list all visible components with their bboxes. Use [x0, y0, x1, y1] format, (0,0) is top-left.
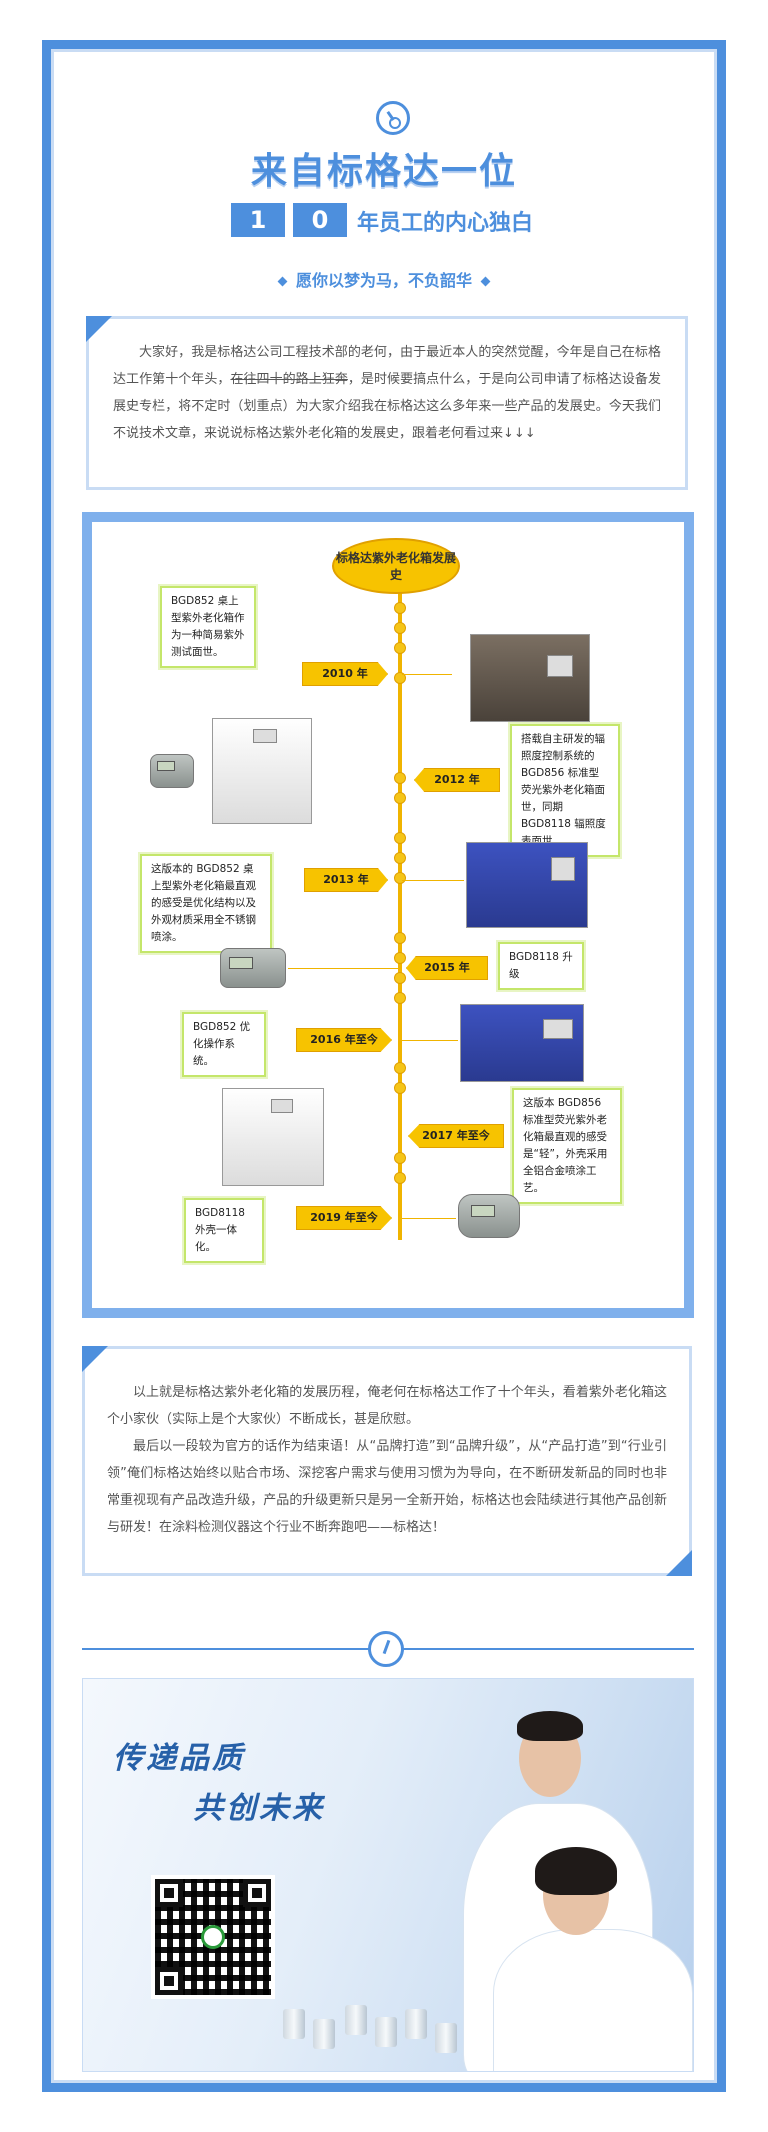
intro-card: 大家好，我是标格达公司工程技术部的老何，由于最近本人的突然觉醒，今年是自己在标格…: [86, 316, 688, 490]
clock-icon: [376, 101, 410, 135]
note-2010: BGD852 桌上型紫外老化箱作为一种简易紫外测试面世。: [160, 586, 256, 668]
machine-photo-2013: [466, 842, 588, 928]
axis-dot: [394, 1082, 406, 1094]
sample-cup: [283, 2009, 305, 2039]
meter-photo-2015: [220, 948, 286, 988]
digit-box-1: 1: [231, 203, 285, 237]
slogan-line-1: 传递品质: [113, 1741, 245, 1776]
sample-cup: [435, 2023, 457, 2053]
machine-photo-2017: [222, 1088, 324, 1186]
axis-dot: [394, 992, 406, 1004]
intro-text-2: ，是时候要搞点什么，于是向公司申请了标格达设备发展史专栏，将不定时（划重点）为大…: [113, 372, 661, 441]
meter-screen: [229, 957, 253, 969]
motto-text: 愿你以梦为马，不负韶华: [295, 271, 472, 290]
meter-photo-2012: [150, 754, 194, 788]
year-2017: 2017 年至今: [408, 1124, 504, 1148]
axis-dot: [394, 772, 406, 784]
timeline-frame: 标格达紫外老化箱发展史 BGD852 桌上型紫外老化箱作为一种简易紫外测试面世。…: [82, 512, 694, 1318]
page-title: 来自标格达一位: [250, 151, 517, 192]
axis-dot: [394, 1062, 406, 1074]
clock-icon: [368, 1631, 404, 1667]
corner-decoration: [86, 316, 112, 342]
person-female: [493, 1929, 693, 2071]
qr-code: [151, 1875, 275, 1999]
intro-paragraph: 大家好，我是标格达公司工程技术部的老何，由于最近本人的突然觉醒，今年是自己在标格…: [113, 339, 661, 447]
year-2012: 2012 年: [414, 768, 500, 792]
timeline-title: 标格达紫外老化箱发展史: [332, 538, 460, 594]
connector: [402, 1040, 458, 1041]
corner-decoration: [82, 1346, 108, 1372]
meter-screen: [157, 761, 175, 771]
diamond-icon: [480, 276, 491, 287]
axis-dot: [394, 932, 406, 944]
axis-dot: [394, 642, 406, 654]
year-2019: 2019 年至今: [296, 1206, 392, 1230]
timeline-card: 标格达紫外老化箱发展史 BGD852 桌上型紫外老化箱作为一种简易紫外测试面世。…: [92, 522, 684, 1308]
digit-box-2: 0: [293, 203, 347, 237]
outro-paragraph-2: 最后以一段较为官方的话作为结束语！从“品牌打造”到“品牌升级”，从“产品打造”到…: [107, 1439, 667, 1535]
control-panel: [253, 729, 277, 743]
axis-dot: [394, 872, 406, 884]
year-2010: 2010 年: [302, 662, 388, 686]
brand-logo-icon: [201, 1925, 225, 1949]
timeline-axis: [398, 586, 402, 1240]
control-panel: [551, 857, 575, 881]
axis-dot: [394, 832, 406, 844]
connector: [288, 968, 398, 969]
machine-photo-2010: [470, 634, 590, 722]
outro-card: 以上就是标格达紫外老化箱的发展历程，俺老何在标格达工作了十个年头，看着紫外老化箱…: [82, 1346, 692, 1576]
axis-dot: [394, 792, 406, 804]
qr-finder: [155, 1967, 183, 1995]
sample-cup: [375, 2017, 397, 2047]
banner-photo: 传递品质 共创未来: [82, 1678, 694, 2072]
control-panel: [271, 1099, 293, 1113]
machine-photo-2012: [212, 718, 312, 824]
page-subtitle: 年员工的内心独白: [357, 211, 534, 236]
person-female-hair: [535, 1847, 617, 1895]
note-2015: BGD8118 升级: [498, 942, 584, 990]
connector: [402, 880, 464, 881]
axis-dot: [394, 972, 406, 984]
year-2016: 2016 年至今: [296, 1028, 392, 1052]
note-2013: 这版本的 BGD852 桌上型紫外老化箱最直观的感受是优化结构以及外观材质采用全…: [140, 854, 272, 953]
meter-photo-2019: [458, 1194, 520, 1238]
slogan-line-2: 共创未来: [193, 1791, 325, 1826]
axis-dot: [394, 852, 406, 864]
intro-struck-text: 在往四十的路上狂奔: [230, 372, 348, 387]
intro-text-1: 大家好，我是标格达公司工程技术部的老何，由于最近本人的突然觉醒，今年是自己在标格…: [113, 345, 661, 387]
connector: [402, 674, 452, 675]
qr-finder: [155, 1879, 183, 1907]
axis-dot: [394, 622, 406, 634]
sample-cup: [405, 2009, 427, 2039]
sample-cup: [345, 2005, 367, 2035]
axis-dot: [394, 672, 406, 684]
machine-photo-2016: [460, 1004, 584, 1082]
person-male-hair: [517, 1711, 583, 1741]
diamond-icon: [277, 276, 288, 287]
sample-cup: [313, 2019, 335, 2049]
content-area: 来自标格达一位 1 0 年员工的内心独白 愿你以梦为马，不负韶华 大家好，我是标…: [51, 49, 717, 2083]
axis-dot: [394, 952, 406, 964]
qr-finder: [243, 1879, 271, 1907]
outro-paragraph-1: 以上就是标格达紫外老化箱的发展历程，俺老何在标格达工作了十个年头，看着紫外老化箱…: [107, 1385, 667, 1427]
note-2017: 这版本 BGD856 标准型荧光紫外老化箱最直观的感受是“轻”，外壳采用全铝合金…: [512, 1088, 622, 1204]
note-2019: BGD8118 外壳一体化。: [184, 1198, 264, 1263]
note-2012: 搭载自主研发的辐照度控制系统的 BGD856 标准型荧光紫外老化箱面世，同期 B…: [510, 724, 620, 857]
axis-dot: [394, 1172, 406, 1184]
corner-decoration: [666, 1550, 692, 1576]
year-2013: 2013 年: [304, 868, 388, 892]
control-panel: [543, 1019, 573, 1039]
motto: 愿你以梦为马，不负韶华: [54, 267, 714, 291]
note-2016: BGD852 优化操作系统。: [182, 1012, 266, 1077]
axis-dot: [394, 602, 406, 614]
page-frame: 来自标格达一位 1 0 年员工的内心独白 愿你以梦为马，不负韶华 大家好，我是标…: [42, 40, 726, 2092]
meter-screen: [471, 1205, 495, 1217]
connector: [402, 1218, 456, 1219]
control-panel: [547, 655, 573, 677]
axis-dot: [394, 1152, 406, 1164]
year-2015: 2015 年: [406, 956, 488, 980]
